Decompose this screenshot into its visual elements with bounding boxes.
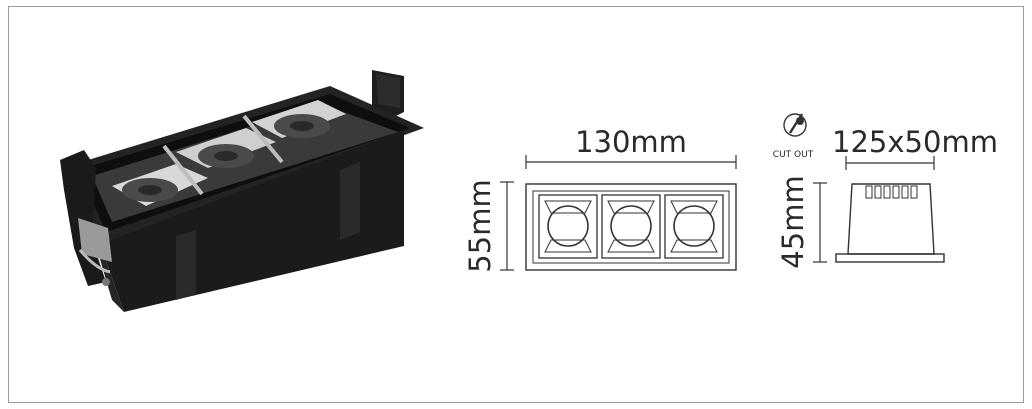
front-view-drawing — [500, 155, 737, 271]
front-height-label: 55mm — [463, 179, 497, 272]
hole-saw-icon — [783, 113, 807, 137]
cutout-size-label: 125x50mm — [832, 125, 998, 159]
cutout-caption: CUT OUT — [773, 150, 814, 160]
front-width-label: 130mm — [575, 125, 687, 159]
side-view-drawing — [813, 156, 945, 263]
side-height-label: 45mm — [776, 175, 810, 268]
product-illustration — [60, 70, 424, 312]
